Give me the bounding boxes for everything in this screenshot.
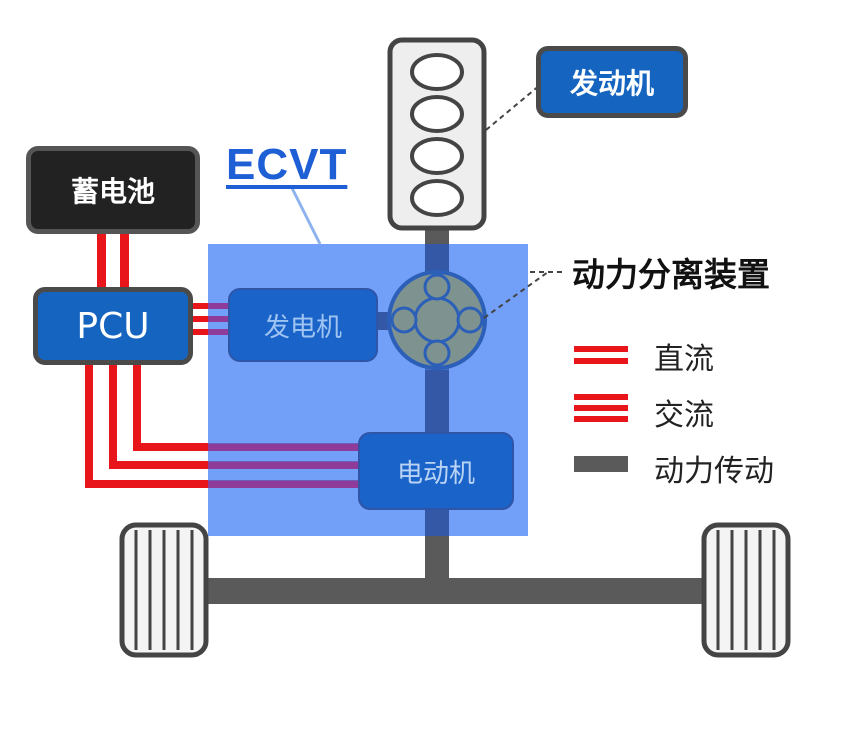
power-split-leader-line — [483, 271, 549, 319]
axle-shaft — [205, 578, 710, 604]
ac-lines-tinted — [208, 303, 360, 488]
power-split-gear — [387, 270, 487, 370]
motor-label: 电动机 — [396, 458, 475, 489]
pcu-label: PCU — [76, 305, 150, 347]
legend: 直流 交流 动力传动 — [574, 330, 834, 500]
power-split-label: 动力分离装置 — [572, 255, 770, 294]
generator-label: 发电机 — [263, 312, 342, 343]
right-wheel — [701, 522, 791, 658]
battery-box: 蓄电池 — [26, 146, 200, 234]
legend-ac-label: 交流 — [654, 398, 714, 433]
legend-dc-label: 直流 — [654, 342, 714, 377]
ecvt-title: ECVT — [226, 140, 348, 189]
ecvt-pointer-line — [290, 187, 322, 245]
engine-label: 发动机 — [569, 67, 654, 100]
generator-box: 发电机 — [228, 288, 378, 362]
dc-lines-battery-pcu — [97, 232, 129, 290]
engine-box: 发动机 — [536, 46, 688, 118]
legend-drive-label: 动力传动 — [654, 454, 774, 489]
legend-drive-swatch — [574, 456, 628, 472]
legend-dc-swatch — [574, 346, 628, 364]
engine-block — [387, 37, 487, 231]
pcu-box: PCU — [33, 287, 193, 365]
engine-leader-line — [485, 84, 541, 131]
left-wheel — [119, 522, 209, 658]
battery-label: 蓄电池 — [70, 175, 155, 208]
motor-box: 电动机 — [358, 432, 514, 510]
legend-ac-swatch — [574, 394, 628, 422]
